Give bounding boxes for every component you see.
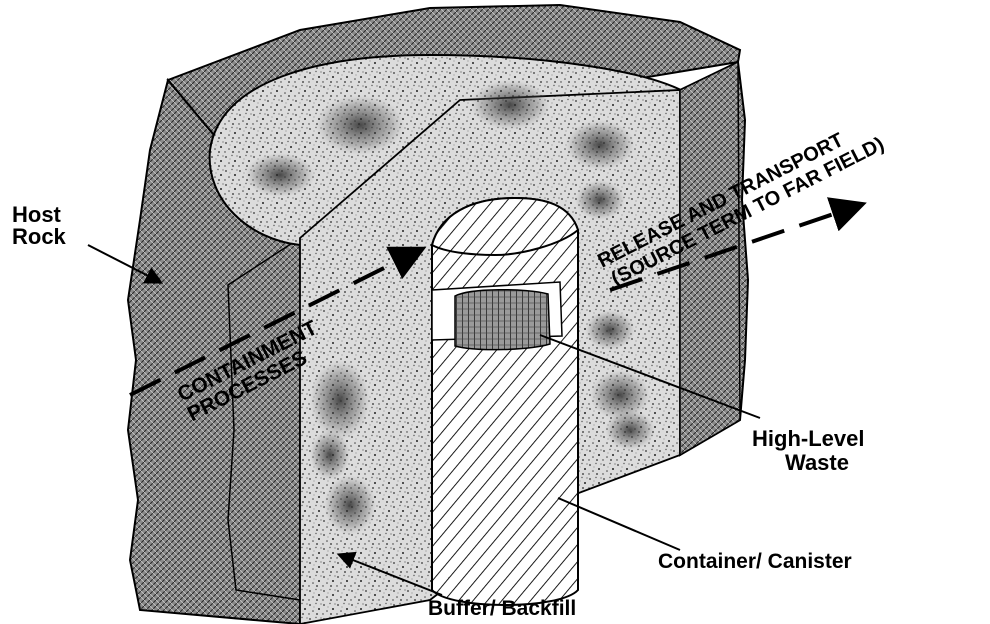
high-level-waste (455, 290, 550, 350)
host-rock-cut-left (228, 238, 300, 600)
host-rock-label-line2: Rock (12, 224, 67, 249)
host-rock-cut-right (680, 62, 740, 455)
container-canister (432, 198, 578, 605)
container-canister-label: Container/ Canister (658, 550, 852, 573)
high-level-waste-label-line2: Waste (785, 450, 849, 475)
buffer-backfill-label: Buffer/ Backfill (428, 597, 576, 620)
high-level-waste-label-line1: High-Level (752, 426, 864, 451)
